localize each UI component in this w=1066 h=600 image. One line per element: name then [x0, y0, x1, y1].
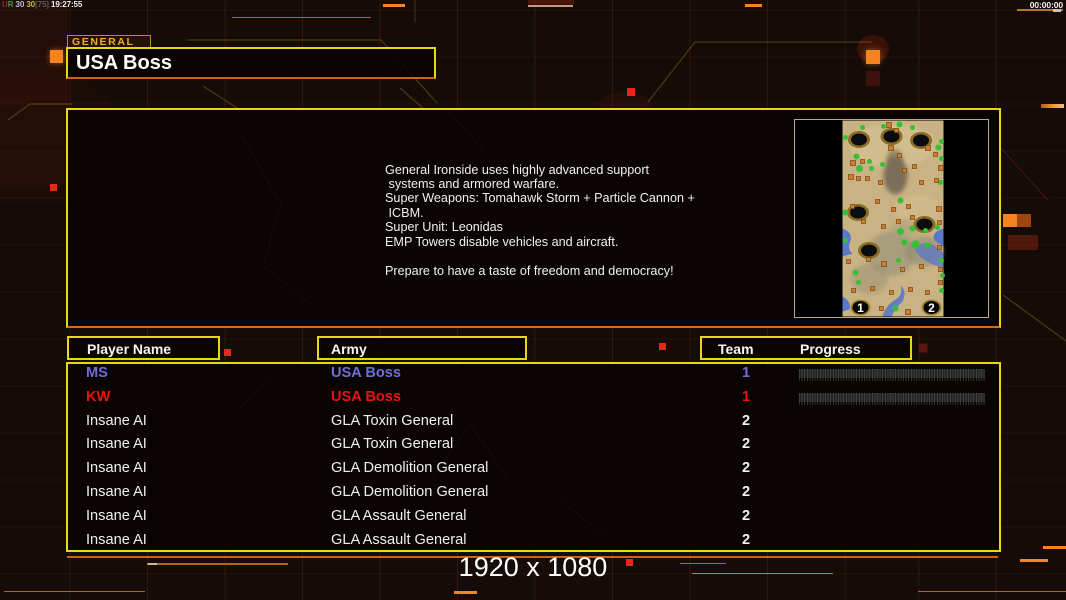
svg-text:2: 2 [928, 301, 935, 315]
svg-text:1: 1 [857, 301, 864, 315]
